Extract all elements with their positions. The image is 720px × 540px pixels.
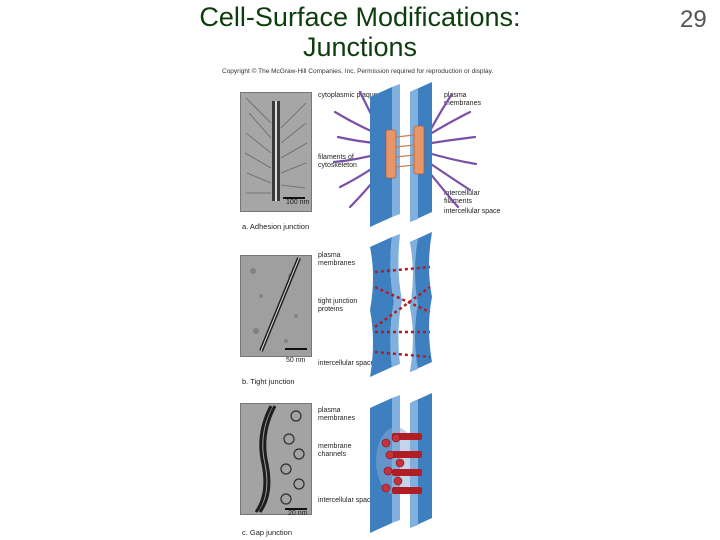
label-filaments-of-cytoskeleton: filaments of cytoskeleton [318,154,357,169]
caption-c: c. Gap junction [242,528,293,537]
caption-b: b. Tight junction [242,377,295,386]
tight-micrograph [240,255,312,357]
adhesion-micrograph [240,92,312,212]
label-plasma-membranes-c: plasma membranes [318,407,355,422]
label-intercellular-space-b: intercellular space [318,360,375,367]
page-number: 29 [680,6,707,33]
label-plasma-membranes-b: plasma membranes [318,252,355,267]
label-intercellular-filaments: intercellular filaments [444,190,480,205]
gap-micrograph [240,403,312,515]
slide-title-line1: Cell-Surface Modifications: [199,2,521,32]
adhesion-junction-diagram [330,82,480,227]
label-cytoplasmic-plaque: cytoplasmic plaque [318,92,378,99]
label-intercellular-space-a: intercellular space [444,208,501,215]
label-membrane-channels: membrane channels [318,443,352,458]
scale-bar-a: 100 nm [286,199,310,206]
label-tight-junction-proteins: tight junction proteins [318,298,358,313]
scale-bar-b: 50 nm [286,357,306,364]
scale-bar-c: 20 nm [288,510,308,517]
slide-title-line2: Junctions [302,32,418,62]
caption-a: a. Adhesion junction [242,222,310,231]
tight-junction-diagram [330,232,480,380]
label-plasma-membranes-a: plasma membranes [444,92,481,107]
gap-junction-diagram [330,393,480,533]
slide-title: Cell-Surface Modifications: Junctions [120,2,600,62]
label-intercellular-space-c: intercellular space [318,497,375,504]
copyright-notice: Copyright © The McGraw-Hill Companies, I… [222,68,494,75]
